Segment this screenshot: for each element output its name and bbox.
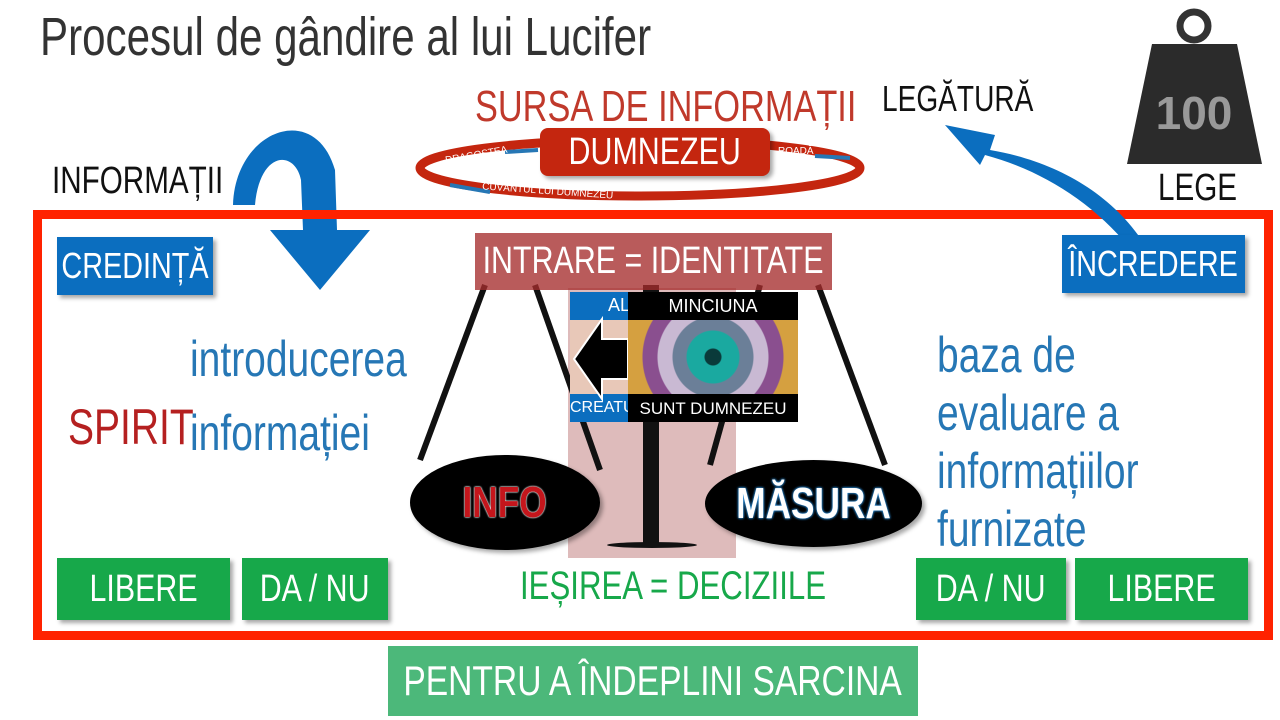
- law-label: LEGE: [1158, 167, 1259, 210]
- faith-button[interactable]: CREDINȚĂ: [57, 237, 213, 295]
- eye-bottom-caption: SUNT DUMNEZEU: [628, 394, 798, 422]
- link-arrow-icon: [945, 125, 1145, 248]
- right-line: furnizate: [937, 501, 1087, 557]
- weight-value: 100: [1156, 87, 1233, 139]
- spirit-text: SPIRIT: [68, 399, 194, 455]
- input-text: INTRARE = IDENTITATE: [483, 240, 824, 282]
- title-text: Procesul de gândire al lui Lucifer: [40, 7, 652, 67]
- trust-text: ÎNCREDERE: [1068, 243, 1239, 284]
- faith-text: CREDINȚĂ: [61, 245, 209, 286]
- source-label: SURSA DE INFORMAȚII: [475, 82, 964, 132]
- right-description: baza de evaluare a informațiilor furniza…: [937, 326, 1195, 558]
- god-text: DUMNEZEU: [568, 130, 742, 173]
- source-label-text: SURSA DE INFORMAȚII: [475, 82, 857, 131]
- free-button-left[interactable]: LIBERE: [57, 558, 230, 620]
- weight-icon: 100: [1127, 8, 1262, 164]
- info-ellipse: INFO: [410, 455, 600, 550]
- right-line: evaluare a: [937, 385, 1120, 441]
- button-text: LIBERE: [89, 567, 198, 610]
- info-text: INFO: [462, 477, 548, 527]
- eye-top-caption: MINCIUNA: [628, 292, 798, 320]
- arrow-icon: [449, 183, 491, 194]
- button-text: DA / NU: [260, 567, 370, 610]
- link-text: LEGĂTURĂ: [882, 78, 1034, 119]
- yes-no-button-left[interactable]: DA / NU: [242, 558, 388, 620]
- button-text: LIBERE: [1107, 567, 1216, 610]
- left-arrow-icon: [572, 315, 629, 403]
- input-identity-box: INTRARE = IDENTITATE: [475, 233, 832, 290]
- slide-title: Procesul de gândire al lui Lucifer: [40, 6, 823, 68]
- left-line: informației: [190, 405, 370, 461]
- measure-ellipse: MĂSURA: [705, 460, 922, 547]
- task-box: PENTRU A ÎNDEPLINI SARCINA: [388, 646, 918, 716]
- button-text: DA / NU: [936, 567, 1046, 610]
- right-line: informațiilor: [937, 443, 1139, 499]
- information-label: INFORMAȚII: [52, 160, 272, 203]
- arrow-icon: [814, 154, 851, 160]
- god-box: DUMNEZEU: [540, 128, 770, 176]
- output-text: IEȘIREA = DECIZIILE: [520, 564, 827, 608]
- curved-arrow-icon: [233, 130, 370, 290]
- eye-bottom-left: CREATUR: [570, 394, 630, 422]
- output-label: IEȘIREA = DECIZIILE: [520, 564, 912, 609]
- left-line: introducerea: [190, 331, 407, 387]
- left-description: introducerea informației: [190, 330, 468, 462]
- arrow-icon: [504, 148, 539, 154]
- link-label: LEGĂTURĂ: [882, 78, 1076, 120]
- yes-no-button-right[interactable]: DA / NU: [916, 558, 1066, 620]
- main-frame: [33, 210, 1273, 640]
- information-text: INFORMAȚII: [52, 160, 224, 202]
- measure-text: MĂSURA: [736, 478, 891, 528]
- trust-button[interactable]: ÎNCREDERE: [1062, 235, 1245, 293]
- right-line: baza de: [937, 327, 1076, 383]
- free-button-right[interactable]: LIBERE: [1075, 558, 1248, 620]
- eye-panel: AL CREATUR MINCIUNA SUNT DUMNEZEU: [570, 292, 798, 422]
- spirit-label: SPIRIT: [68, 398, 229, 456]
- eye-top-left: AL: [570, 292, 630, 320]
- ring-fruit: ROADĂ: [778, 146, 814, 157]
- task-text: PENTRU A ÎNDEPLINI SARCINA: [403, 657, 903, 704]
- law-text: LEGE: [1158, 167, 1238, 209]
